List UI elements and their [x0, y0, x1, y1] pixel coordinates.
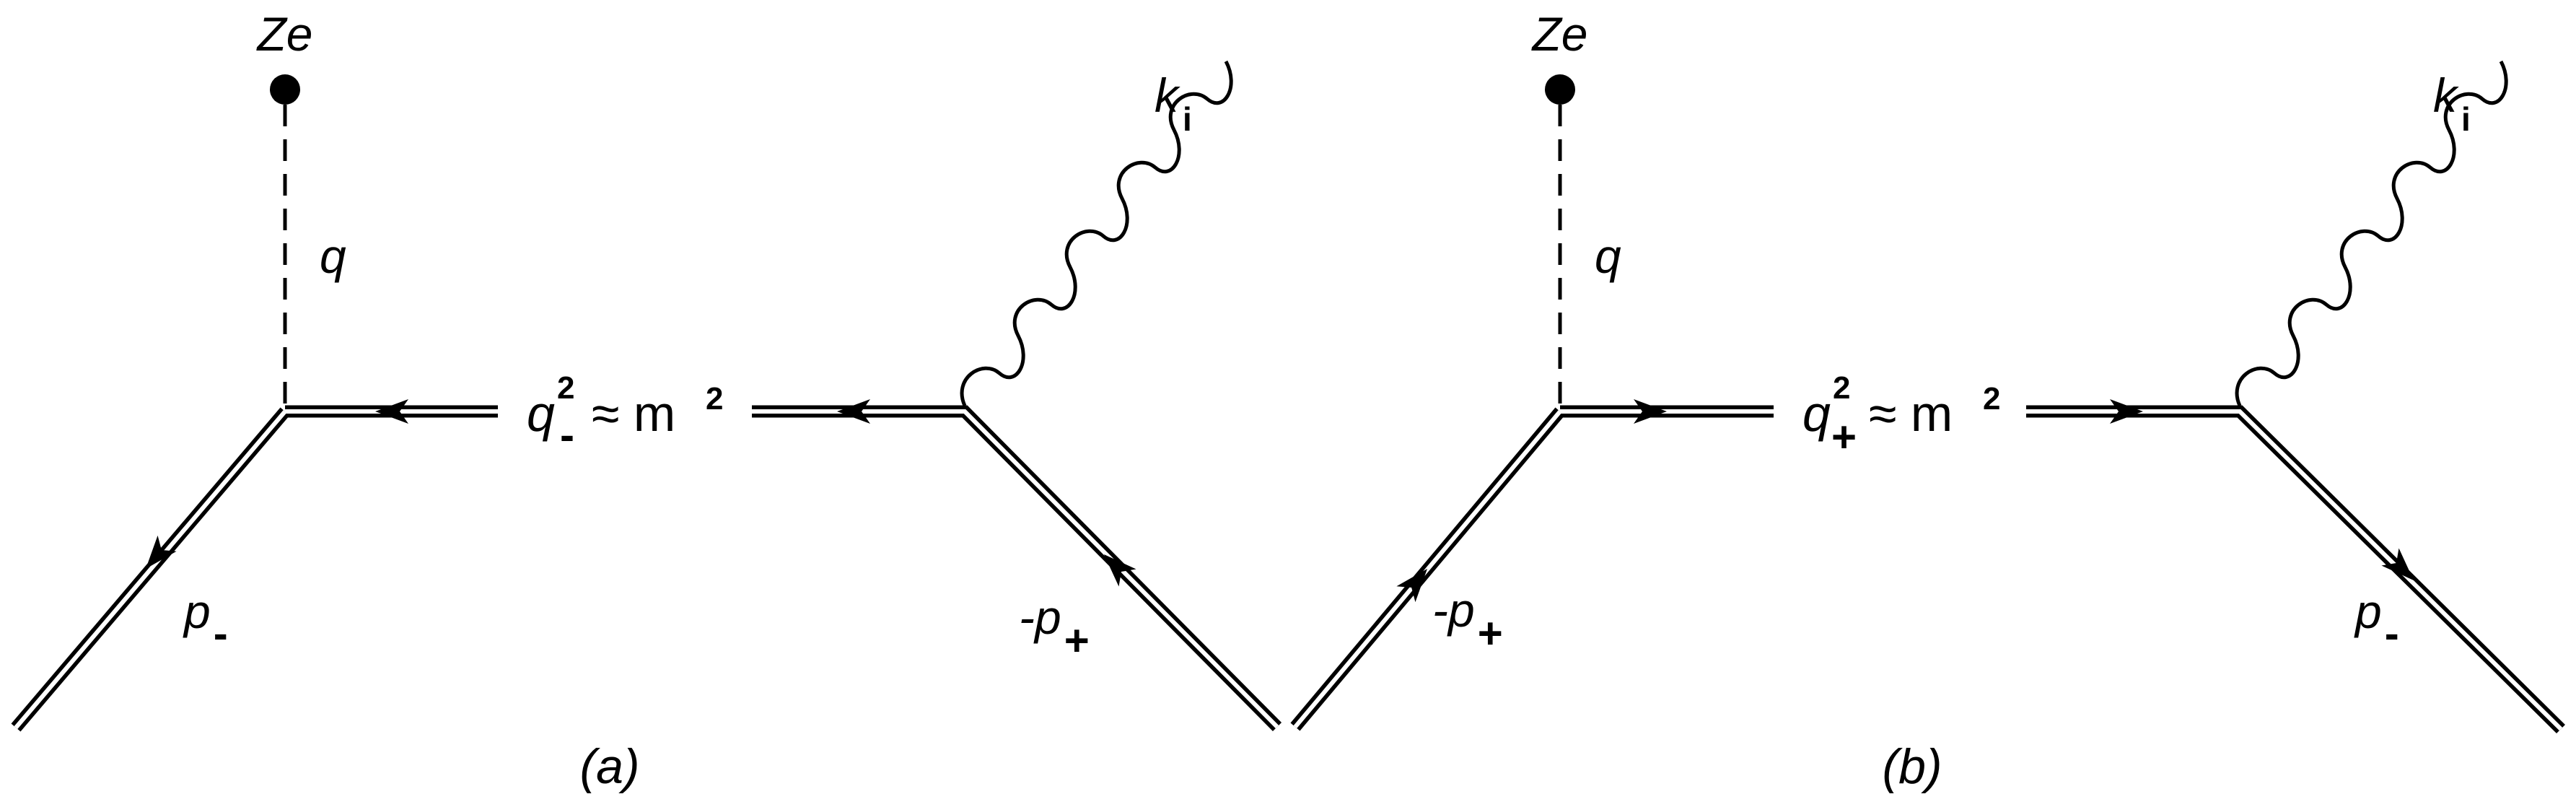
incoming-label-a: p- [183, 585, 228, 658]
arrow-propagator-a-left [375, 399, 408, 424]
exchange-label-a: q [320, 230, 346, 283]
svg-text:-: - [560, 411, 574, 459]
caption-b: (b) [1882, 739, 1942, 794]
svg-text:+: + [1831, 413, 1857, 461]
exchange-label-b: q [1595, 230, 1621, 283]
svg-text:q: q [527, 385, 555, 442]
fermion-lines-b [1290, 405, 2565, 734]
photon-wave-a [960, 60, 1233, 407]
arrow-propagator-b-right [2110, 399, 2143, 424]
outgoing-label-b: p- [2354, 585, 2399, 658]
nucleus-label-a: Ze [255, 7, 312, 61]
svg-text:≈ m: ≈ m [1869, 385, 1953, 442]
svg-text:2: 2 [1833, 370, 1850, 406]
nucleus-dot-b [1545, 74, 1575, 105]
arrow-outgoing-b [2381, 548, 2414, 580]
arrow-outgoing-a [1104, 554, 1136, 587]
svg-text:≈ m: ≈ m [592, 385, 675, 442]
arrow-incoming-a [146, 535, 177, 569]
incoming-label-b: -p+ [1432, 583, 1503, 658]
outgoing-label-a: -p+ [1019, 590, 1090, 665]
svg-text:2: 2 [557, 370, 574, 406]
caption-a: (a) [579, 739, 639, 794]
arrow-propagator-a-right [837, 399, 870, 424]
propagator-label-b: q 2 + ≈ m 2 [1802, 370, 2000, 461]
nucleus-label-b: Ze [1530, 7, 1587, 61]
nucleus-dot-a [270, 74, 300, 105]
propagator-line-b-right [2026, 405, 2565, 734]
svg-text:q: q [1802, 385, 1831, 442]
fermion-lines-a [11, 405, 1282, 732]
propagator-label-a: q 2 - ≈ m 2 [527, 370, 723, 459]
arrow-incoming-b [1396, 569, 1427, 603]
photon-wave-b [2235, 60, 2508, 407]
arrow-propagator-b-left [1634, 399, 1667, 424]
svg-text:2: 2 [1983, 381, 2000, 416]
svg-text:2: 2 [706, 381, 723, 416]
